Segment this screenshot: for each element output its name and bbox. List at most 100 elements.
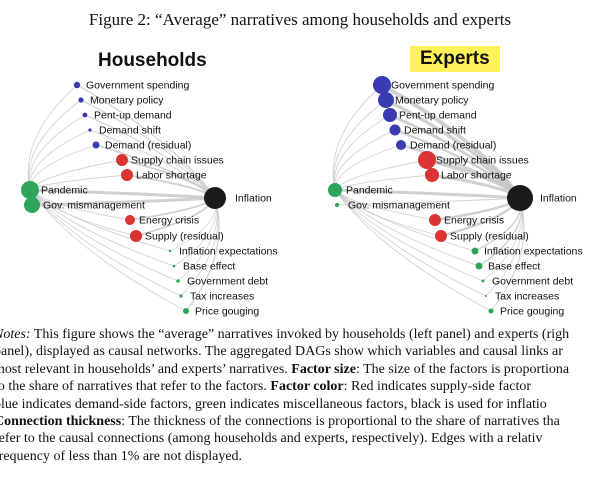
notes-label: Notes: (0, 327, 31, 342)
node-label-government_debt: Government debt (492, 276, 573, 288)
node-government_debt (481, 279, 485, 283)
node-label-tax_increases: Tax increases (495, 291, 559, 303)
edge-gov_spending-inflation (76, 84, 216, 199)
notes-text: : Red indicates supply-side factor (343, 379, 532, 395)
notes-bold-term: Factor color (270, 379, 344, 395)
node-label-gov_mismanagement: Gov. mismanagement (43, 200, 145, 212)
node-pandemic (21, 181, 39, 199)
node-labor_shortage (121, 169, 133, 181)
node-label-monetary_policy: Monetary policy (395, 95, 469, 107)
node-label-inflation_expectations: Inflation expectations (484, 246, 583, 258)
edge-pandemic-inflation (334, 188, 521, 200)
edge-pandemic-pentup_demand (28, 114, 86, 191)
edge-gov_mismanagement-inflation (336, 197, 521, 206)
edge-pandemic-pentup_demand (333, 114, 391, 191)
edge-pandemic-inflation_expectations (29, 189, 171, 252)
node-pentup_demand (383, 108, 397, 122)
node-price_gouging (183, 308, 189, 314)
node-label-government_debt: Government debt (187, 276, 268, 288)
node-label-energy_crisis: Energy crisis (139, 215, 199, 227)
node-base_effect (475, 262, 483, 270)
node-tax_increases (485, 295, 487, 297)
node-label-inflation_expectations: Inflation expectations (179, 246, 278, 258)
edge-pandemic-inflation (29, 188, 216, 200)
node-monetary_policy (378, 92, 394, 108)
edge-pandemic-government_debt (29, 189, 179, 282)
node-label-gov_mismanagement: Gov. mismanagement (348, 200, 450, 212)
notes-line-4: to the share of narratives that refer to… (0, 378, 600, 395)
node-supply_chain (418, 151, 436, 169)
node-label-supply_chain: Supply chain issues (436, 155, 529, 167)
edge-price_gouging-inflation (185, 197, 220, 312)
node-gov_spending (373, 76, 391, 94)
edge-pentup_demand-inflation (84, 114, 216, 199)
edge-monetary_policy-inflation (80, 99, 216, 199)
node-pandemic (328, 183, 342, 197)
node-label-demand_residual: Demand (residual) (105, 140, 191, 152)
node-demand_residual (396, 140, 406, 150)
node-energy_crisis (125, 215, 135, 225)
node-label-labor_shortage: Labor shortage (136, 170, 207, 182)
edge-pandemic-tax_increases (334, 189, 487, 297)
node-government_debt (176, 279, 180, 283)
notes-line-3: most relevant in households’ and experts… (0, 361, 600, 378)
edge-pandemic-government_debt (334, 189, 484, 282)
notes-text: panel), displayed as causal networks. Th… (0, 344, 563, 360)
notes-text: blue indicates demand-side factors, gree… (0, 396, 547, 412)
node-label-monetary_policy: Monetary policy (90, 95, 164, 107)
notes-text: This figure shows the “average” narrativ… (30, 327, 570, 342)
notes-text: to the share of narratives that refer to… (0, 379, 271, 395)
node-gov_mismanagement (335, 203, 339, 207)
notes-text: : The thickness of the connections is pr… (121, 413, 560, 429)
node-supply_residual (130, 230, 142, 242)
node-label-price_gouging: Price gouging (195, 306, 259, 318)
node-label-labor_shortage: Labor shortage (441, 170, 512, 182)
node-price_gouging (488, 308, 494, 314)
node-label-tax_increases: Tax increases (190, 291, 254, 303)
node-labor_shortage (425, 168, 439, 182)
edge-pandemic-base_effect (334, 189, 480, 267)
node-inflation (507, 185, 533, 211)
notes-text: most relevant in households’ and experts… (0, 361, 292, 377)
node-label-supply_residual: Supply (residual) (145, 231, 224, 243)
edge-pandemic-supply_residual (334, 189, 442, 237)
edge-pandemic-demand_shift (29, 129, 91, 191)
node-demand_shift (88, 128, 92, 132)
node-monetary_policy (78, 97, 84, 103)
node-pentup_demand (82, 112, 88, 118)
notes-line-7: refer to the causal connections (among h… (0, 430, 600, 447)
edge-gov_mismanagement-inflation (31, 196, 216, 207)
node-label-base_effect: Base effect (488, 261, 540, 273)
node-label-demand_shift: Demand shift (99, 125, 161, 137)
households-panel-title: Households (98, 50, 207, 71)
notes-text: refer to the causal connections (among h… (0, 431, 543, 447)
node-supply_chain (116, 154, 128, 166)
notes-line-1: Notes: This figure shows the “average” n… (0, 326, 600, 343)
figure-title: Figure 2: “Average” narratives among hou… (88, 10, 512, 29)
node-base_effect (172, 264, 176, 268)
notes-line-2: panel), displayed as causal networks. Th… (0, 343, 600, 360)
node-gov_spending (73, 81, 81, 89)
node-label-gov_spending: Government spending (391, 80, 494, 92)
notes-line-6: Connection thickness: The thickness of t… (0, 413, 600, 430)
edge-pandemic-gov_spending (27, 84, 78, 191)
node-inflation_expectations (471, 247, 479, 255)
node-label-supply_chain: Supply chain issues (131, 155, 224, 167)
node-tax_increases (179, 294, 183, 298)
edge-pandemic-supply_residual (29, 189, 137, 237)
node-label-inflation: Inflation (235, 193, 272, 205)
figure-notes: Notes: This figure shows the “average” n… (0, 326, 600, 465)
edge-pandemic-inflation_expectations (334, 189, 476, 252)
node-demand_shift (389, 124, 401, 136)
node-label-pentup_demand: Pent-up demand (399, 110, 477, 122)
notes-text: : The size of the factors is proportiona (355, 361, 570, 377)
experts-panel-title: Experts (410, 46, 500, 72)
node-gov_mismanagement (24, 197, 40, 213)
notes-line-5: blue indicates demand-side factors, gree… (0, 396, 600, 413)
node-label-price_gouging: Price gouging (500, 306, 564, 318)
edge-pandemic-demand_shift (334, 129, 396, 191)
edge-pandemic-gov_spending (332, 84, 383, 191)
node-label-pandemic: Pandemic (346, 185, 393, 197)
node-inflation_expectations (168, 249, 172, 253)
